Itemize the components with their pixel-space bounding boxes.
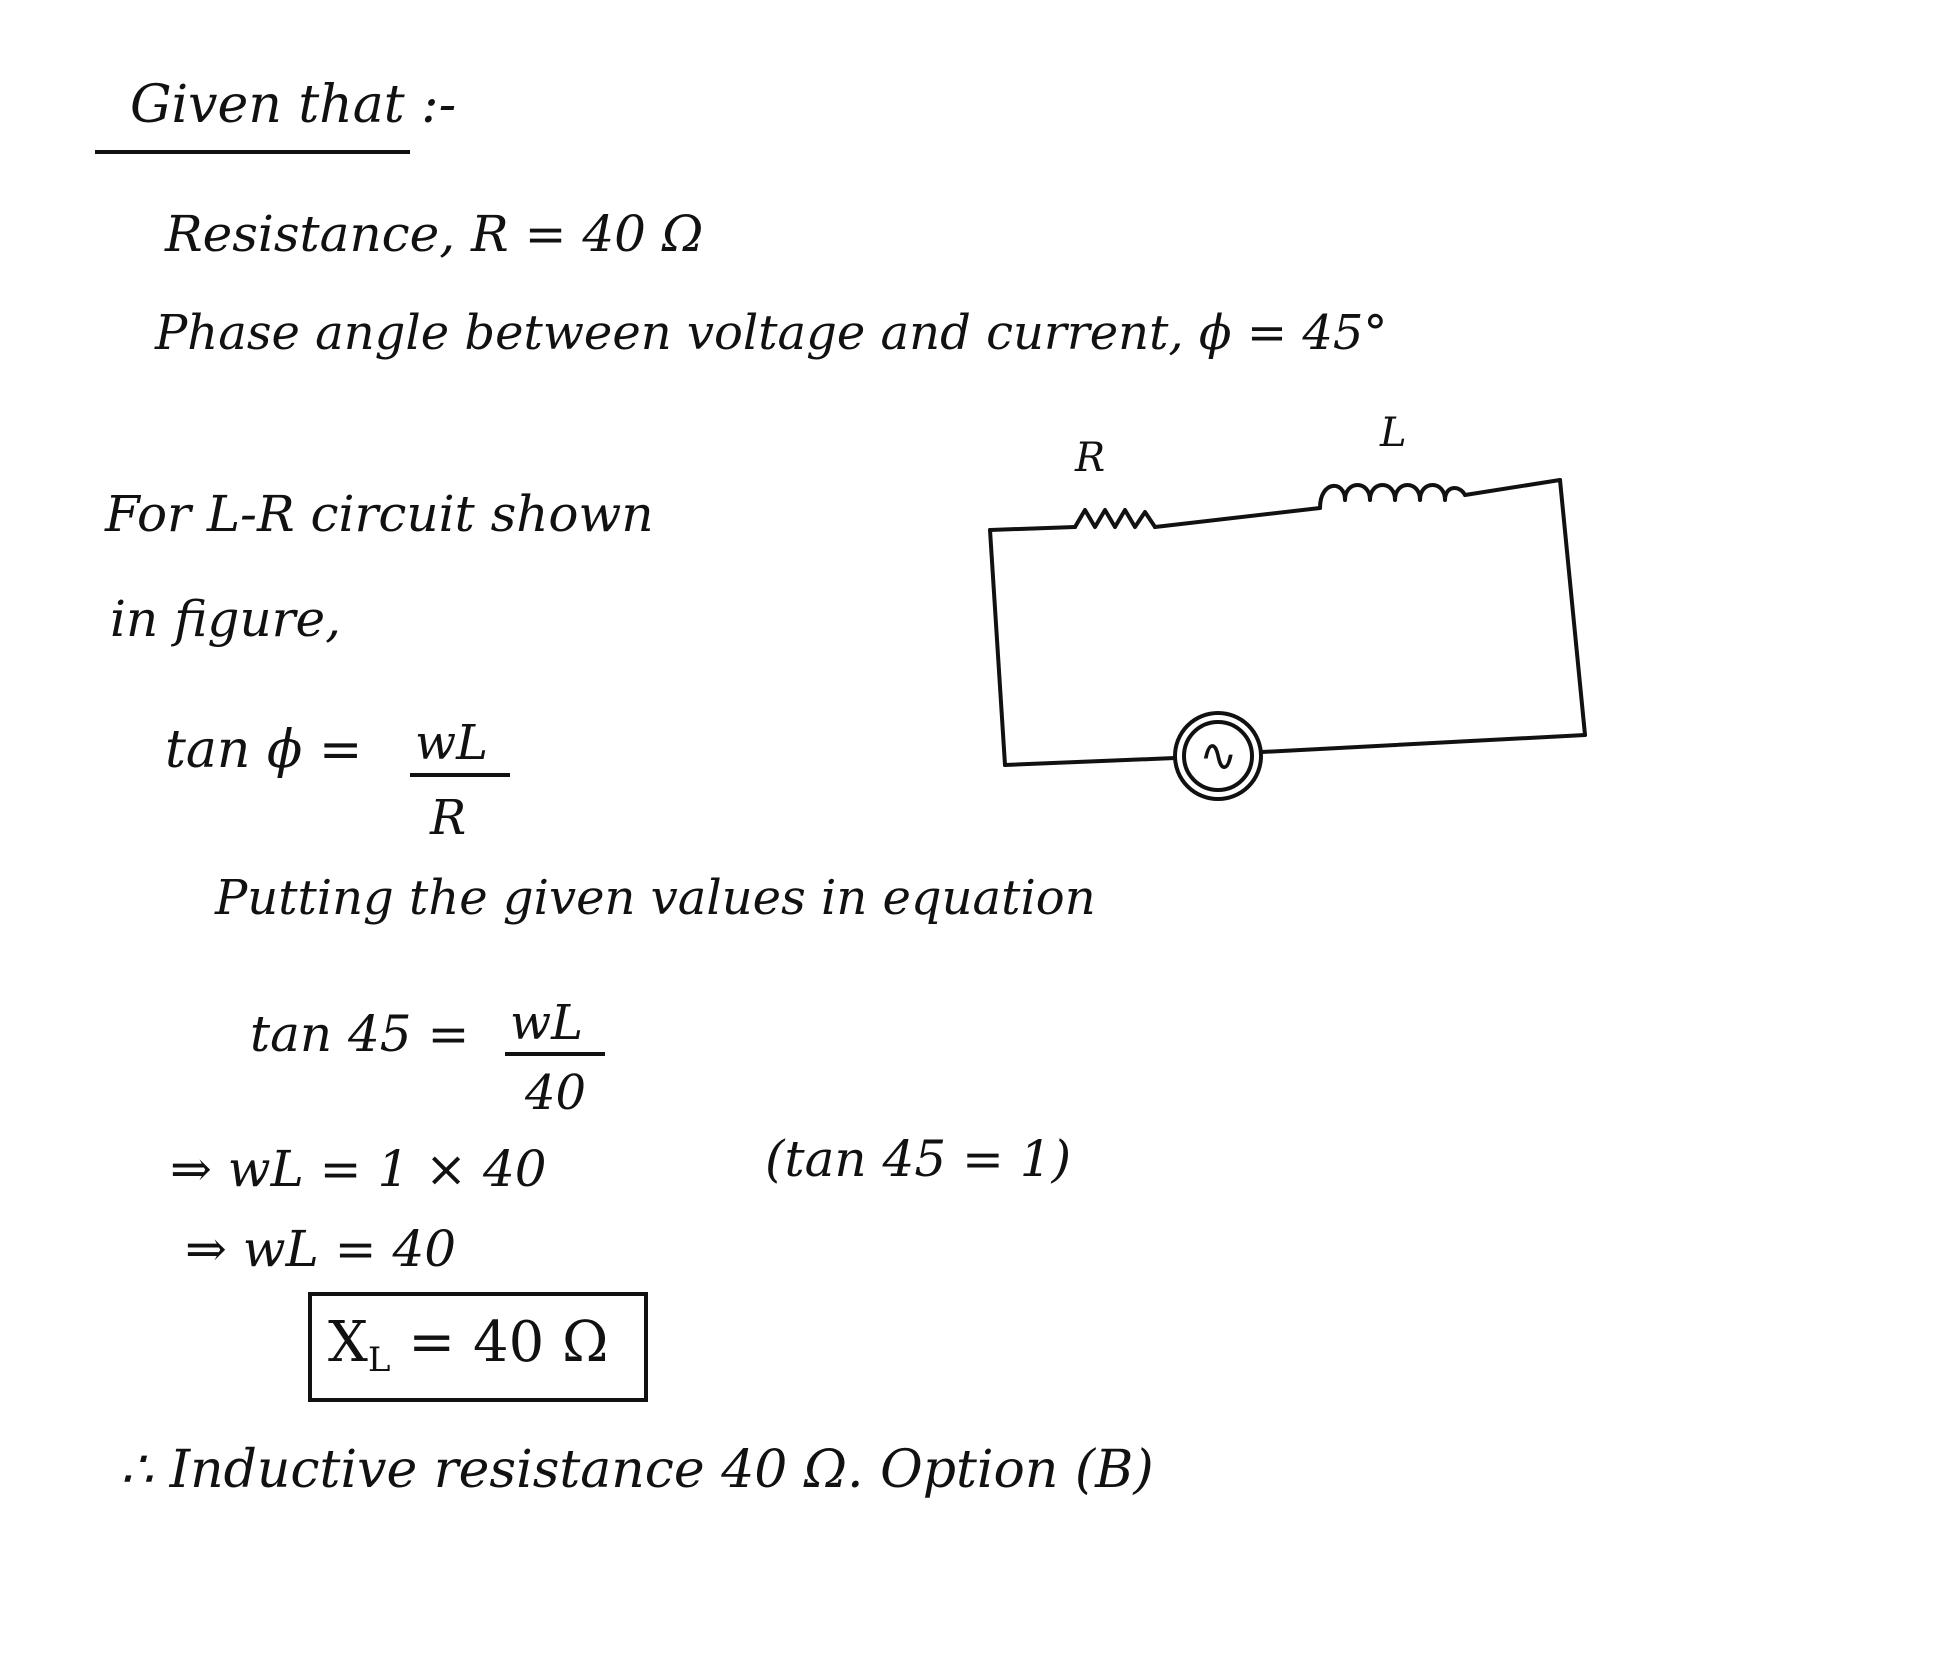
substitution-intro: Putting the given values in equation bbox=[215, 870, 1096, 926]
inductor-symbol bbox=[1318, 483, 1467, 510]
heading-underline bbox=[95, 150, 410, 154]
circuit-wire-right bbox=[1558, 478, 1587, 737]
circuit-wire-bottom-left bbox=[1003, 756, 1177, 767]
substitution-denominator: 40 bbox=[525, 1065, 587, 1121]
circuit-wire-top-left bbox=[988, 525, 1077, 532]
step-2: ⇒ wL = 40 bbox=[185, 1220, 457, 1278]
given-resistance: Resistance, R = 40 Ω bbox=[165, 205, 704, 263]
substitution-numerator: wL bbox=[510, 995, 583, 1051]
circuit-wire-left bbox=[988, 528, 1007, 767]
heading: Given that :- bbox=[130, 75, 457, 135]
inductor-label: L bbox=[1380, 410, 1407, 456]
step-1: ⇒ wL = 1 × 40 bbox=[170, 1140, 547, 1198]
formula-fraction-bar bbox=[410, 773, 510, 777]
answer-box bbox=[308, 1292, 648, 1402]
step-1-note: (tan 45 = 1) bbox=[765, 1130, 1072, 1188]
substitution-lhs: tan 45 = bbox=[250, 1005, 470, 1063]
ac-source-inner-circle bbox=[1182, 720, 1254, 792]
answer-subscript: L bbox=[367, 1340, 391, 1380]
circuit-wire-top-right bbox=[1463, 478, 1562, 497]
formula-denominator: R bbox=[430, 790, 467, 846]
ac-source-symbol: ∿ bbox=[1199, 728, 1238, 782]
circuit-wire-top-middle bbox=[1153, 506, 1322, 529]
answer-value: = 40 Ω bbox=[408, 1310, 609, 1375]
conclusion: ∴ Inductive resistance 40 Ω. Option (B) bbox=[120, 1440, 1154, 1500]
formula-numerator: wL bbox=[415, 715, 488, 771]
resistor-label: R bbox=[1075, 435, 1106, 481]
circuit-wire-bottom-right bbox=[1260, 733, 1587, 754]
formula-lhs: tan ϕ = bbox=[165, 720, 363, 780]
substitution-fraction-bar bbox=[505, 1052, 605, 1056]
circuit-intro-line2: in figure, bbox=[110, 590, 342, 648]
given-phase-angle: Phase angle between voltage and current,… bbox=[155, 305, 1388, 361]
circuit-intro-line1: For L-R circuit shown bbox=[105, 485, 654, 543]
answer-symbol: X bbox=[328, 1310, 368, 1375]
answer-text: XL = 40 Ω bbox=[328, 1310, 608, 1380]
resistor-symbol bbox=[1073, 508, 1157, 529]
